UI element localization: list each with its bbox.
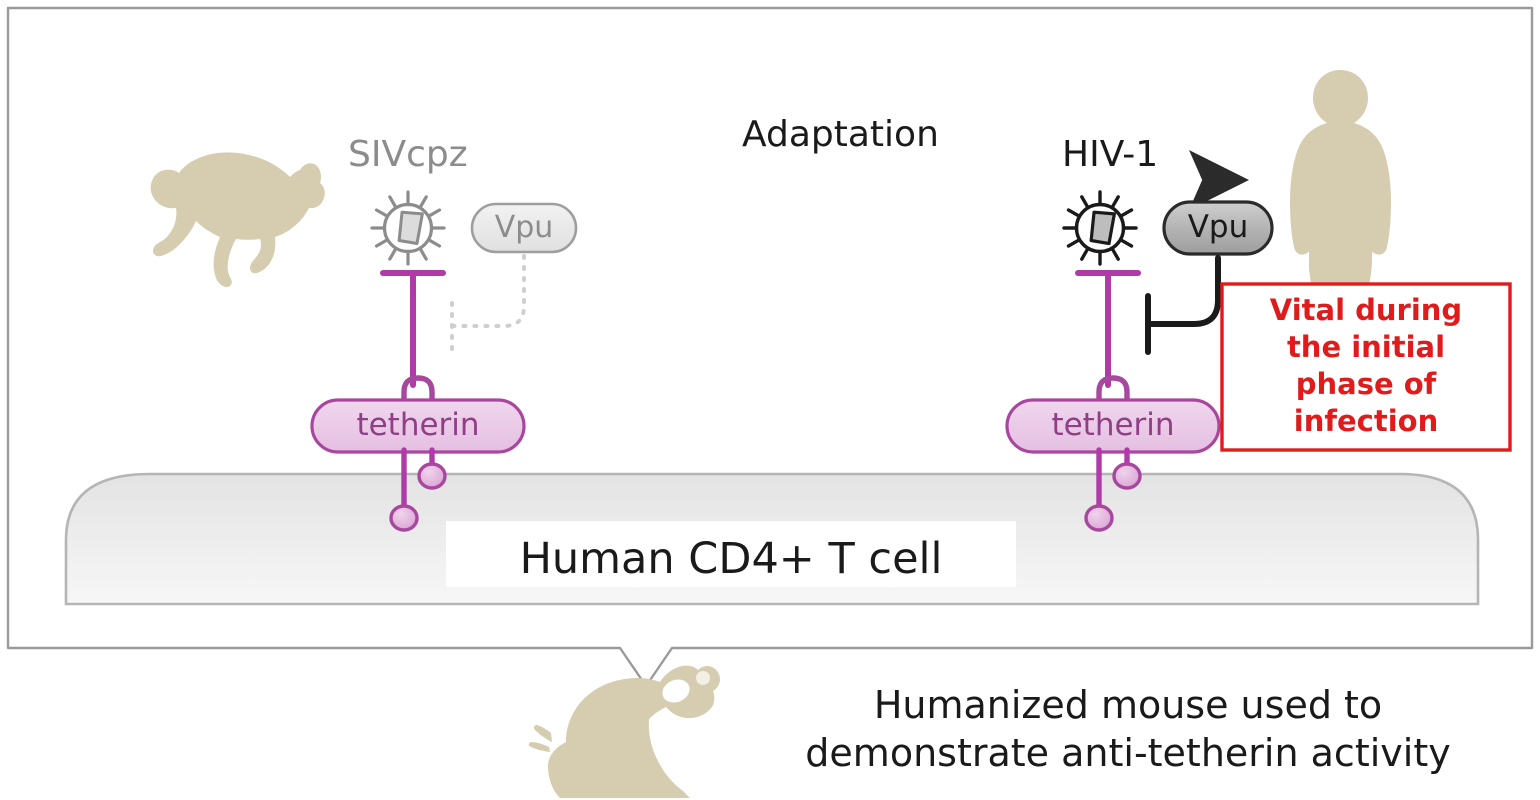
sivcpz-tetherin: tetherin bbox=[310, 398, 526, 454]
caption-line-1: demonstrate anti-tetherin activity bbox=[805, 731, 1450, 775]
sivcpz-vpu-protein: Vpu bbox=[470, 202, 578, 254]
hiv1-vpu-label: Vpu bbox=[1188, 209, 1249, 245]
hiv1-inhibition-arrow bbox=[1145, 255, 1221, 355]
hiv1-virus-icon bbox=[1062, 190, 1138, 266]
cell-label: Human CD4+ T cell bbox=[520, 534, 943, 584]
adaptation-label: Adaptation bbox=[742, 114, 939, 155]
hiv1-tetherin-anchors bbox=[1084, 447, 1142, 532]
hiv1-vpu-protein: Vpu bbox=[1162, 200, 1274, 256]
callout-box: Vital during the initial phase of infect… bbox=[1220, 282, 1512, 452]
sivcpz-tetherin-stem bbox=[380, 270, 446, 388]
sivcpz-tetherin-label: tetherin bbox=[356, 407, 479, 443]
hiv1-tetherin-loop bbox=[1096, 375, 1130, 415]
cell-label-group: Human CD4+ T cell bbox=[446, 521, 1016, 587]
sivcpz-vpu-label: Vpu bbox=[495, 210, 554, 245]
chimpanzee-silhouette bbox=[150, 152, 325, 287]
callout-line-3: infection bbox=[1294, 404, 1438, 438]
hiv1-label: HIV-1 bbox=[1062, 134, 1158, 175]
callout-line-2: phase of bbox=[1296, 367, 1437, 401]
sivcpz-tetherin-anchors bbox=[389, 447, 447, 532]
hiv1-tetherin-stem bbox=[1075, 270, 1141, 388]
callout-line-1: the initial bbox=[1287, 330, 1445, 364]
sivcpz-label: SIVcpz bbox=[348, 134, 468, 175]
sivcpz-tetherin-loop bbox=[401, 375, 435, 415]
hiv1-tetherin-label: tetherin bbox=[1051, 407, 1174, 443]
mouse-silhouette bbox=[528, 665, 720, 798]
sivcpz-virus-icon bbox=[370, 190, 446, 266]
caption-line-0: Humanized mouse used to bbox=[874, 683, 1382, 727]
hiv1-tetherin: tetherin bbox=[1005, 398, 1221, 454]
callout-line-0: Vital during bbox=[1270, 293, 1462, 327]
sivcpz-inhibition-arrow bbox=[450, 254, 526, 351]
